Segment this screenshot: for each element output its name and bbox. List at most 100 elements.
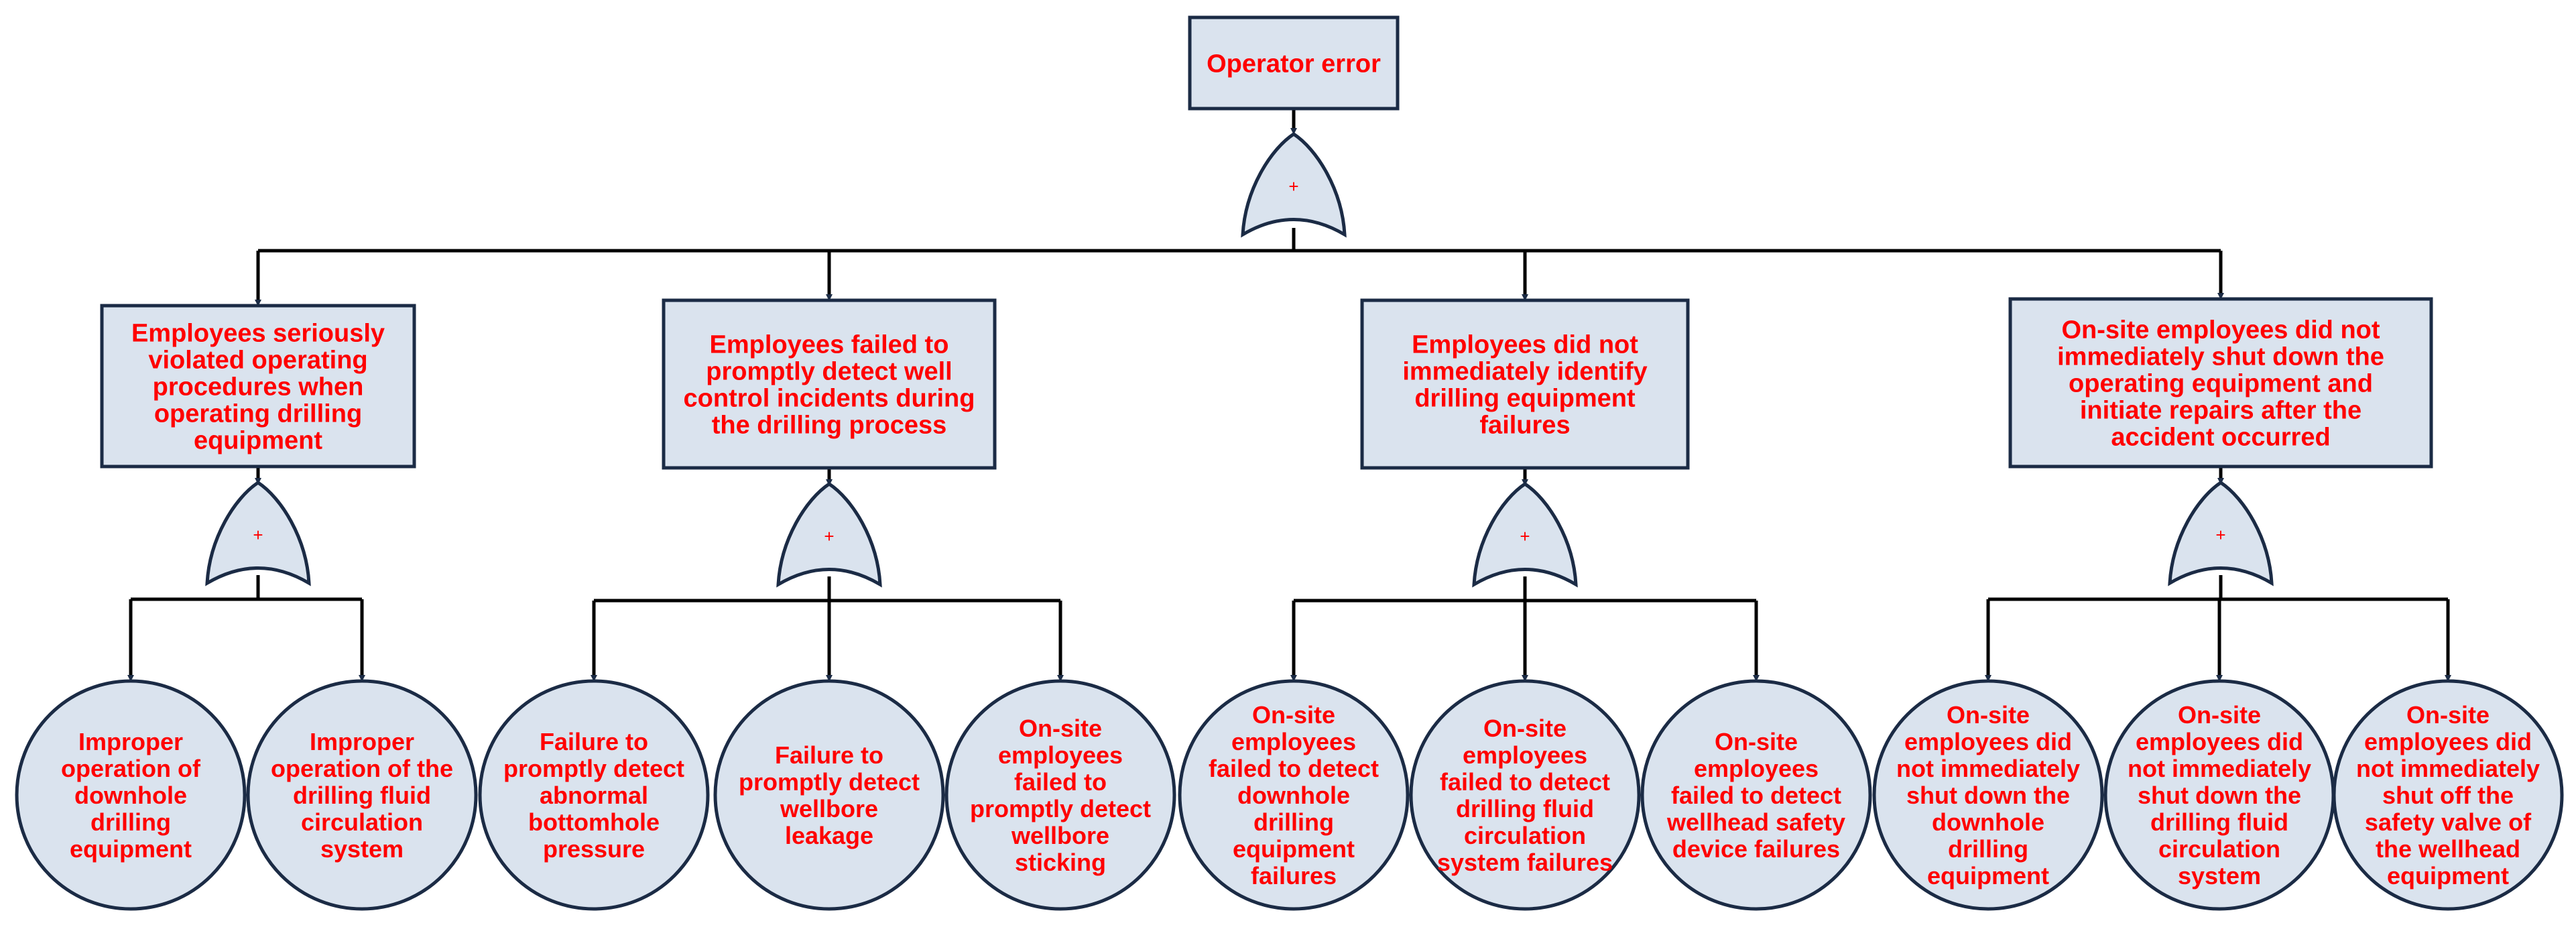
basic-event-label-line: system (2178, 862, 2261, 889)
basic-event-label-line: employees did (2364, 728, 2532, 755)
basic-event-label-line: promptly detect (503, 755, 684, 782)
basic-event-label-line: safety valve of (2365, 808, 2532, 836)
intermediate-event-label-line: immediately identify (1402, 358, 1647, 386)
basic-event-label-line: Failure to (540, 728, 648, 755)
intermediate-event-label-line: the drilling process (712, 412, 947, 440)
basic-event-label-line: employees (1463, 741, 1587, 769)
basic-event-label-line: system (320, 835, 404, 863)
or-gate (2168, 481, 2274, 587)
basic-event-label-line: employees (1231, 728, 1356, 755)
top-event-label: Operator error (1207, 50, 1381, 78)
basic-event-label-line: drilling fluid (1456, 795, 1594, 822)
basic-event-label-line: circulation (2158, 835, 2280, 863)
basic-event-label-line: On-site (1252, 701, 1335, 729)
basic-event-label-line: shut off the (2382, 782, 2514, 809)
basic-event-label-line: bottomhole (528, 808, 660, 836)
basic-event-label-line: pressure (543, 835, 645, 863)
basic-event-label-line: employees (998, 741, 1123, 769)
or-gate-symbol: + (2215, 525, 2225, 545)
basic-event-circle (2332, 679, 2564, 911)
basic-event-circle (713, 679, 945, 911)
intermediate-event-label-line: operating equipment and (2069, 370, 2373, 398)
basic-event-label-line: not immediately (2356, 755, 2540, 782)
basic-event-label-line: On-site (1715, 728, 1798, 755)
basic-event-label-line: Improper (78, 728, 183, 755)
basic-event-label-line: downhole (74, 782, 187, 809)
intermediate-event-label-line: Employees failed to (710, 331, 949, 359)
basic-event-label-line: On-site (2406, 701, 2490, 729)
basic-event-label-line: equipment (70, 835, 192, 863)
intermediate-event-box (662, 298, 997, 470)
basic-event-label-line: On-site (1019, 715, 1102, 742)
basic-event-circle (478, 679, 710, 911)
basic-event-label-line: sticking (1015, 849, 1106, 876)
intermediate-event-label-line: Employees seriously (131, 320, 385, 348)
basic-event-label-line: employees (1694, 755, 1819, 782)
top-or-gate (1241, 132, 1347, 238)
basic-event-label-line: shut down the (2138, 782, 2301, 809)
intermediate-event-label-line: control incidents during (684, 385, 975, 413)
intermediate-event-label-line: On-site employees did not (2061, 316, 2380, 345)
basic-event-label-line: not immediately (1896, 755, 2080, 782)
basic-event-label-line: employees did (2136, 728, 2303, 755)
basic-event-label-line: failed to (1014, 768, 1107, 796)
basic-event-label-line: operation of the (271, 755, 453, 782)
or-gate-symbol: + (253, 525, 263, 545)
basic-event-label-line: operation of (61, 755, 201, 782)
basic-event-label-line: system failures (1437, 849, 1613, 876)
basic-event-label-line: employees did (1904, 728, 2072, 755)
basic-event-circle (1640, 679, 1872, 911)
basic-event-label-line: equipment (1927, 862, 2049, 889)
intermediate-event-label-line: initiate repairs after the (2080, 397, 2362, 425)
top-event-label-line: Operator error (1207, 50, 1381, 78)
intermediate-event-label-line: immediately shut down the (2057, 343, 2384, 371)
intermediate-event-box (1360, 298, 1690, 470)
top-event-box (1188, 15, 1400, 111)
intermediate-event-label-line: procedures when (153, 373, 364, 402)
basic-event-label-line: wellhead safety (1666, 808, 1845, 836)
intermediate-event-label-line: promptly detect well (706, 358, 952, 386)
basic-event-label-line: downhole (1932, 808, 2044, 836)
basic-event-circle (246, 679, 478, 911)
basic-event-label-line: failed to detect (1209, 755, 1379, 782)
connector-lines (127, 109, 2451, 682)
basic-event-label-line: downhole (1237, 782, 1350, 809)
basic-event-label-line: On-site (1483, 715, 1567, 742)
basic-event-label-line: the wellhead (2376, 835, 2520, 863)
basic-event-label-line: On-site (1947, 701, 2030, 729)
basic-event-label-line: wellbore (1011, 822, 1109, 849)
basic-event-label-line: equipment (1233, 835, 1355, 863)
or-gate (1472, 482, 1578, 588)
basic-event-label-line: equipment (2387, 862, 2509, 889)
basic-event-circle (944, 679, 1176, 911)
basic-event-label-line: Failure to (775, 741, 883, 769)
basic-event-label-line: drilling (90, 808, 171, 836)
basic-event-label-line: drilling fluid (293, 782, 431, 809)
intermediate-event-box (2008, 297, 2433, 469)
or-gate (205, 481, 311, 587)
basic-event-label-line: failed to detect (1440, 768, 1610, 796)
basic-event-circle (1178, 679, 1410, 911)
or-gate (776, 482, 882, 588)
basic-event-label-line: failures (1251, 862, 1337, 889)
basic-event-label-line: wellbore (780, 795, 878, 822)
basic-event-circle (15, 679, 247, 911)
or-gate-symbol: + (1288, 176, 1298, 196)
basic-event-circle (1872, 679, 2104, 911)
